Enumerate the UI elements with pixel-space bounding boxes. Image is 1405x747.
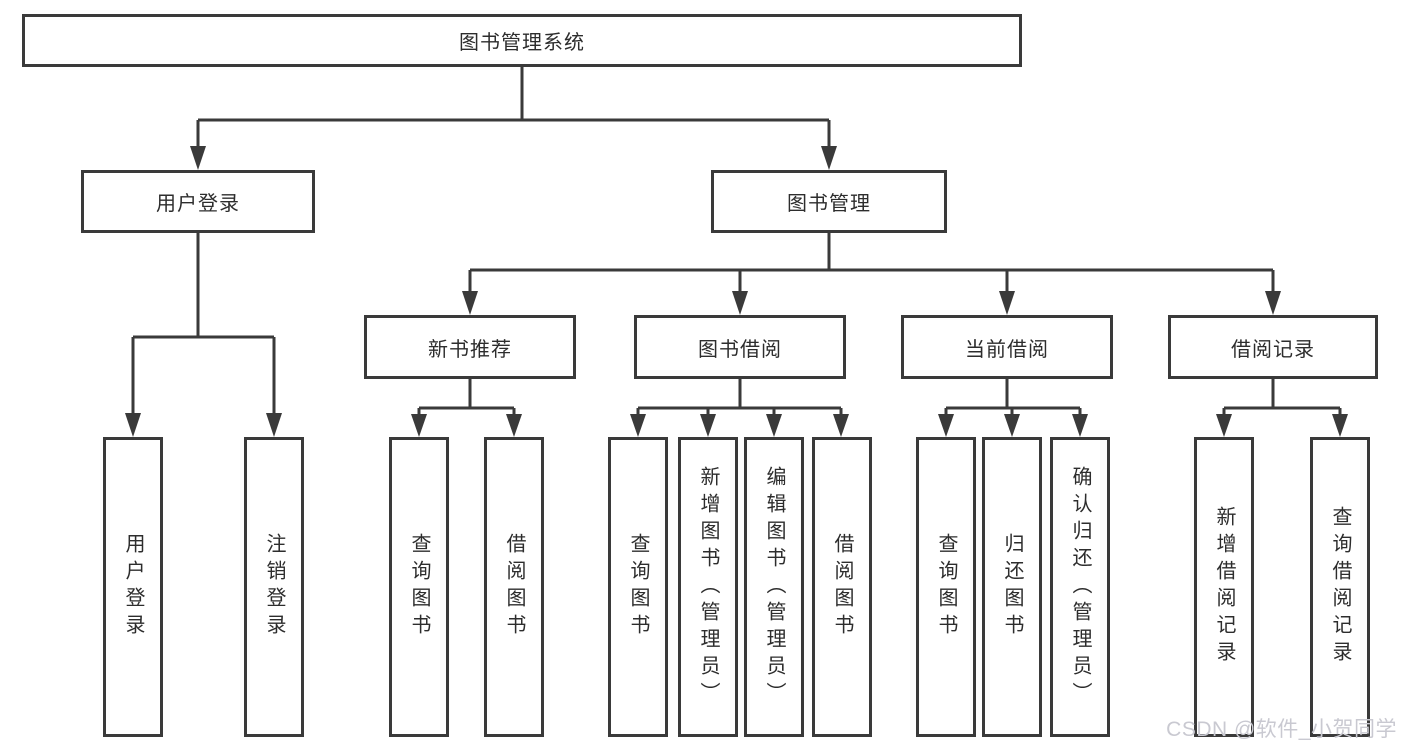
leaf-add-borrow-record: 新增借阅记录 <box>1194 437 1254 737</box>
node-borrowing-records: 借阅记录 <box>1168 315 1378 379</box>
node-label: 新书推荐 <box>428 338 512 361</box>
node-new-book-recommendation: 新书推荐 <box>364 315 576 379</box>
leaf-query-books-current: 查询图书 <box>916 437 976 737</box>
leaf-borrow-books-recommend: 借阅图书 <box>484 437 544 737</box>
node-book-management: 图书管理 <box>711 170 947 233</box>
node-label: 编辑图书（管理员） <box>763 465 785 709</box>
leaf-user-login: 用户登录 <box>103 437 163 737</box>
node-current-borrowing: 当前借阅 <box>901 315 1113 379</box>
node-label: 注销登录 <box>263 533 285 641</box>
node-label: 新增图书（管理员） <box>697 465 719 709</box>
node-label: 图书管理系统 <box>459 32 585 54</box>
leaf-add-books-admin: 新增图书（管理员） <box>678 437 738 737</box>
node-label: 新增借阅记录 <box>1213 506 1235 668</box>
leaf-borrow-books: 借阅图书 <box>812 437 872 737</box>
arrowheads <box>125 146 1348 437</box>
leaf-return-books: 归还图书 <box>982 437 1042 737</box>
node-label: 用户登录 <box>156 193 240 215</box>
node-label: 用户登录 <box>122 533 144 641</box>
node-label: 当前借阅 <box>965 338 1049 361</box>
leaf-confirm-return-admin: 确认归还（管理员） <box>1050 437 1110 737</box>
leaf-query-books-recommend: 查询图书 <box>389 437 449 737</box>
node-label: 借阅记录 <box>1231 338 1315 361</box>
node-label: 图书借阅 <box>698 338 782 361</box>
node-root-system: 图书管理系统 <box>22 14 1022 67</box>
node-label: 查询图书 <box>408 533 430 641</box>
node-label: 归还图书 <box>1001 533 1023 641</box>
node-label: 查询借阅记录 <box>1329 506 1351 668</box>
node-book-borrowing: 图书借阅 <box>634 315 846 379</box>
node-label: 借阅图书 <box>831 533 853 641</box>
leaf-query-books-borrowing: 查询图书 <box>608 437 668 737</box>
node-label: 图书管理 <box>787 193 871 215</box>
node-label: 借阅图书 <box>503 533 525 641</box>
node-label: 查询图书 <box>935 533 957 641</box>
leaf-query-borrow-record: 查询借阅记录 <box>1310 437 1370 737</box>
leaf-edit-books-admin: 编辑图书（管理员） <box>744 437 804 737</box>
node-label: 确认归还（管理员） <box>1069 465 1091 709</box>
node-user-login: 用户登录 <box>81 170 315 233</box>
node-label: 查询图书 <box>627 533 649 641</box>
leaf-logout: 注销登录 <box>244 437 304 737</box>
